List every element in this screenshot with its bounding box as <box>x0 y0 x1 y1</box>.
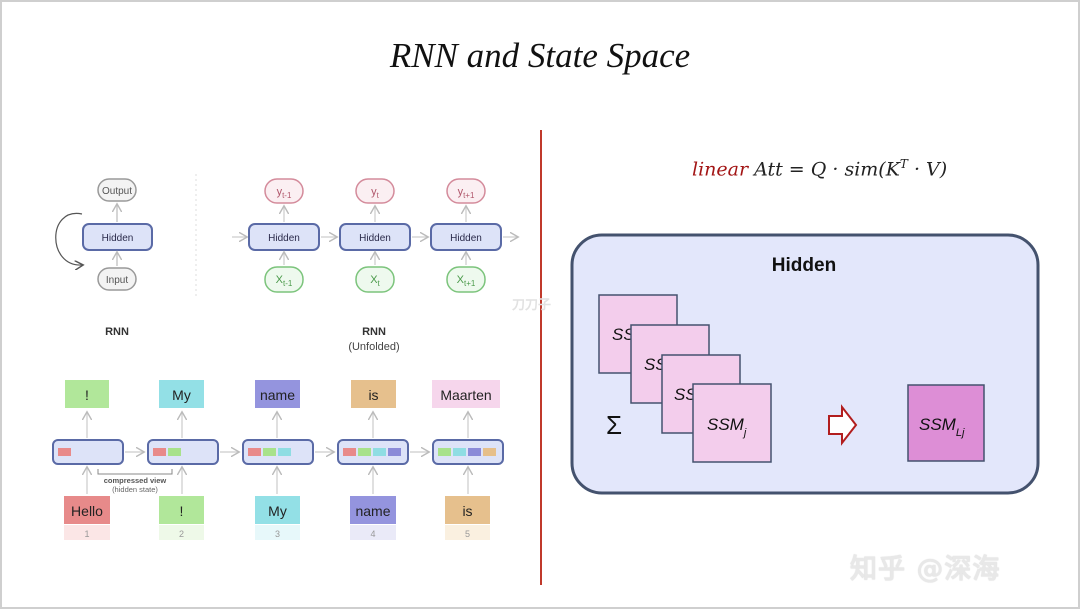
y-node-2 <box>355 178 395 204</box>
seq-input-text-3: My <box>268 503 287 519</box>
unfold-hidden-label-3: Hidden <box>450 233 482 244</box>
y-node-label-1: yt-1 <box>277 186 292 200</box>
seq-input-text-2: ! <box>180 503 184 519</box>
x-node-label-3: Xt+1 <box>457 274 476 288</box>
ssm-front-label: SSMj <box>707 415 747 439</box>
sum-symbol: Σ <box>606 410 622 440</box>
rnn-caption: RNN <box>105 326 129 338</box>
unfold-hidden-node-1 <box>248 223 320 251</box>
seq-index-box-1 <box>64 525 110 540</box>
seq-output-text-2: My <box>172 387 191 403</box>
seq-hidden-4-cell-2 <box>358 448 371 456</box>
seq-input-box-3 <box>255 496 300 524</box>
x-node-3 <box>446 266 486 293</box>
x-node-label-2: Xt <box>370 274 380 288</box>
seq-input-text-5: is <box>462 503 472 519</box>
seq-index-box-4 <box>350 525 396 540</box>
seq-hidden-4-cell-1 <box>343 448 356 456</box>
seq-output-box-4 <box>351 380 396 408</box>
seq-hidden-2-cell-2 <box>168 448 181 456</box>
watermark: 知乎 @深海 <box>850 554 1001 585</box>
seq-hidden-3-cell-1 <box>248 448 261 456</box>
formula-suffix: · V) <box>907 158 948 181</box>
seq-output-box-2 <box>159 380 204 408</box>
seq-index-3: 3 <box>275 529 280 539</box>
hidden-container-label: Hidden <box>772 255 836 276</box>
seq-hidden-4-cell-3 <box>373 448 386 456</box>
input-label: Input <box>106 275 128 286</box>
annotation-line-2: (hidden state) <box>112 485 158 494</box>
formula-superscript: T <box>899 157 908 171</box>
seq-hidden-5-cell-3 <box>468 448 481 456</box>
seq-input-box-4 <box>350 496 396 524</box>
x-node-label-1: Xt-1 <box>276 274 293 288</box>
y-node-1 <box>264 178 304 204</box>
seq-hidden-3-cell-3 <box>278 448 291 456</box>
seq-hidden-5-cell-1 <box>438 448 451 456</box>
formula-body: Att = Q · sim(K <box>754 158 900 181</box>
y-node-3 <box>446 178 486 204</box>
unfold-hidden-node-2 <box>339 223 411 251</box>
ssm-stack-label-3: SS <box>674 385 697 404</box>
seq-hidden-5-cell-4 <box>483 448 496 456</box>
unfolded-subcaption: (Unfolded) <box>348 341 399 353</box>
seq-hidden-1-cell-1 <box>58 448 71 456</box>
seq-output-text-5: Maarten <box>440 387 491 403</box>
annotation-bracket <box>97 469 173 475</box>
unfold-hidden-label-1: Hidden <box>268 233 300 244</box>
seq-output-box-1 <box>65 380 109 408</box>
seq-input-box-5 <box>445 496 490 524</box>
seq-index-box-5 <box>445 525 490 540</box>
seq-hidden-5-cell-2 <box>453 448 466 456</box>
seq-input-box-1 <box>64 496 110 524</box>
input-node <box>97 267 137 291</box>
hidden-node <box>82 223 153 251</box>
hidden-label: Hidden <box>102 233 134 244</box>
y-node-label-3: yt+1 <box>458 186 475 200</box>
seq-output-text-1: ! <box>85 387 89 403</box>
seq-index-5: 5 <box>465 529 470 539</box>
unfold-hidden-node-3 <box>430 223 502 251</box>
seq-hidden-4-cell-4 <box>388 448 401 456</box>
seq-hidden-2-cell-1 <box>153 448 166 456</box>
seq-output-box-3 <box>255 380 300 408</box>
seq-index-2: 2 <box>179 529 184 539</box>
sequence-example: ! My name is Maarten <box>52 380 504 540</box>
red-divider-line <box>540 130 542 585</box>
output-label: Output <box>102 186 132 197</box>
seq-output-text-4: is <box>368 387 378 403</box>
formula-linear: linear <box>692 158 749 181</box>
slide-title: RNN and State Space <box>389 36 691 75</box>
seq-output-box-5 <box>432 380 500 408</box>
rnn-diagram: Output Hidden Input RNN Hidden Hidden Hi… <box>52 174 532 540</box>
recurrent-loop-arrow <box>55 212 82 265</box>
unfold-hidden-label-2: Hidden <box>359 233 391 244</box>
ssm-stack-label-1: SS <box>612 325 635 344</box>
linear-attention-formula: linear Att = Q · sim(KT · V) <box>692 157 947 180</box>
x-node-1 <box>264 266 304 293</box>
right-arrow-icon <box>828 404 858 446</box>
seq-hidden-1 <box>52 439 124 465</box>
seq-index-box-2 <box>159 525 204 540</box>
seq-index-box-3 <box>255 525 300 540</box>
annotation-line-1: compressed view <box>104 476 167 485</box>
seq-input-text-1: Hello <box>71 503 103 519</box>
seq-input-box-2 <box>159 496 204 524</box>
ssm-front <box>692 383 772 463</box>
unfolded-caption: RNN <box>362 326 386 338</box>
x-node-2 <box>355 266 395 293</box>
y-node-label-2: yt <box>371 186 380 200</box>
seq-hidden-2 <box>147 439 219 465</box>
seq-index-1: 1 <box>84 529 89 539</box>
seq-output-text-3: name <box>260 387 295 403</box>
seq-hidden-3-cell-2 <box>263 448 276 456</box>
ssm-result-label: SSMLj <box>919 415 965 439</box>
output-node <box>97 178 137 202</box>
seq-input-text-4: name <box>355 503 390 519</box>
faint-watermark: 刀刀子 <box>512 298 552 313</box>
seq-index-4: 4 <box>370 529 375 539</box>
state-space-diagram: Hidden SS SS SS SSMj Σ SSMLj <box>570 233 1040 495</box>
ssm-result <box>907 384 985 462</box>
